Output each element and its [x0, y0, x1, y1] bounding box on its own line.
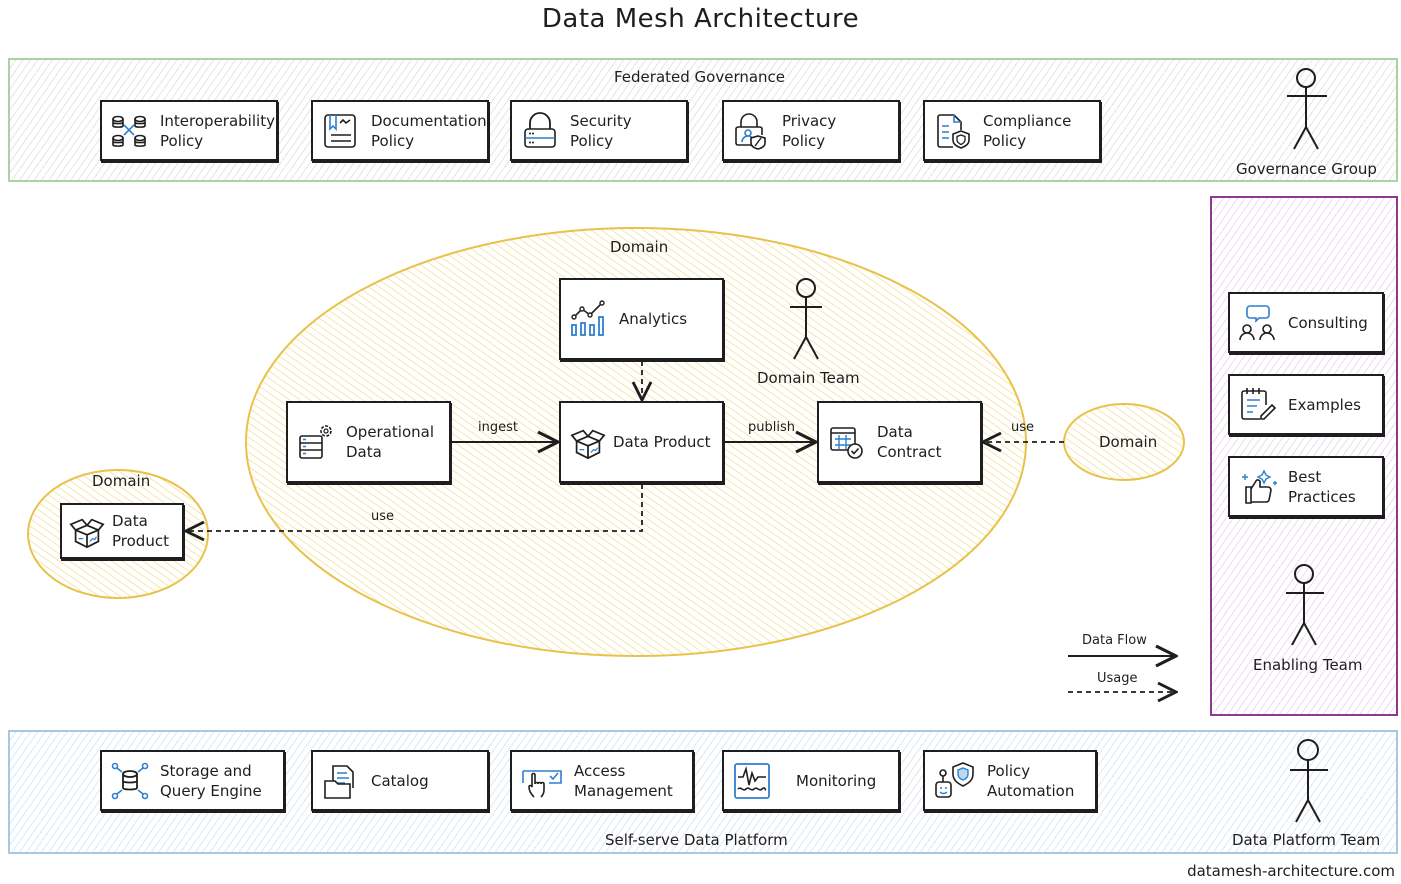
diagram-title: Data Mesh Architecture — [541, 4, 860, 34]
table-check-icon — [830, 427, 863, 459]
best-practices-label: Best Practices — [1288, 467, 1356, 506]
database-interop-icon — [112, 115, 146, 147]
robot-shield-icon — [935, 761, 974, 798]
documentation-policy-box[interactable]: Documentation Policy — [311, 100, 489, 161]
access-management-box[interactable]: Access Management — [510, 750, 694, 811]
lock-server-icon — [524, 111, 556, 148]
data-product-box-icon — [69, 518, 105, 549]
data-contract-label: Data Contract — [877, 423, 942, 461]
publish-label: publish — [748, 420, 795, 435]
legend-data-flow-label: Data Flow — [1082, 633, 1147, 648]
storage-query-engine-label: Storage and Query Engine — [160, 761, 262, 800]
other-data-product-label: Data Product — [112, 512, 169, 550]
consulting-icon — [1239, 304, 1275, 340]
server-gear-icon — [299, 425, 332, 459]
consulting-label: Consulting — [1288, 313, 1368, 332]
governance-band-label: Federated Governance — [614, 68, 786, 86]
right-use-label: use — [1011, 420, 1035, 435]
governance-group-person-icon — [1287, 68, 1327, 150]
footer-url: datamesh-architecture.com — [1187, 862, 1395, 880]
lock-user-icon — [735, 112, 766, 150]
domain-team-person-icon — [790, 278, 822, 360]
domain-team-label: Domain Team — [757, 369, 860, 387]
document-icon — [324, 113, 356, 148]
folder-document-icon — [324, 764, 354, 799]
analytics-label: Analytics — [619, 310, 688, 328]
examples-box[interactable]: Examples — [1228, 374, 1384, 435]
policy-automation-label: Policy Automation — [987, 761, 1075, 800]
analytics-box[interactable]: Analytics — [559, 278, 724, 360]
data-platform-team-person-icon — [1290, 739, 1328, 823]
data-product-box-icon — [570, 429, 606, 460]
privacy-policy-label: Privacy Policy — [782, 111, 837, 150]
documentation-policy-label: Documentation Policy — [371, 111, 487, 150]
governance-group-label: Governance Group — [1236, 160, 1377, 178]
privacy-policy-box[interactable]: Privacy Policy — [722, 100, 900, 161]
best-practices-box[interactable]: Best Practices — [1228, 456, 1384, 517]
data-contract-box[interactable]: Data Contract — [817, 401, 982, 483]
security-policy-box[interactable]: Security Policy — [510, 100, 688, 161]
database-network-icon — [111, 762, 149, 799]
storage-query-engine-box[interactable]: Storage and Query Engine — [100, 750, 285, 811]
interoperability-policy-box[interactable]: Interoperability Policy — [100, 100, 278, 161]
notepad-pencil-icon — [1241, 387, 1277, 420]
security-policy-label: Security Policy — [570, 111, 632, 150]
waveform-icon — [734, 762, 770, 799]
examples-label: Examples — [1288, 395, 1361, 414]
data-product-label: Data Product — [613, 433, 711, 451]
data-product-box[interactable]: Data Product — [559, 401, 724, 483]
main-domain-label: Domain — [610, 238, 669, 256]
thumbs-up-icon — [1242, 468, 1277, 504]
other-data-product-box[interactable]: Data Product — [60, 503, 184, 559]
compliance-policy-label: Compliance Policy — [983, 111, 1072, 150]
ingest-label: ingest — [478, 420, 518, 435]
left-domain-label: Domain — [92, 472, 151, 490]
interoperability-policy-label: Interoperability Policy — [160, 111, 275, 150]
enabling-team-label: Enabling Team — [1253, 656, 1363, 674]
analytics-chart-icon — [571, 300, 605, 336]
platform-band-label: Self-serve Data Platform — [605, 831, 788, 849]
operational-data-box[interactable]: Operational Data — [286, 401, 451, 483]
data-platform-team-label: Data Platform Team — [1232, 831, 1381, 849]
policy-automation-box[interactable]: Policy Automation — [923, 750, 1097, 811]
hand-check-icon — [522, 769, 562, 798]
document-shield-icon — [937, 113, 970, 149]
right-domain-label: Domain — [1099, 433, 1158, 451]
monitoring-label: Monitoring — [796, 771, 877, 790]
left-use-arrow — [186, 484, 643, 531]
legend-usage-label: Usage — [1097, 671, 1138, 686]
enabling-team-person-icon — [1286, 564, 1324, 646]
compliance-policy-box[interactable]: Compliance Policy — [923, 100, 1101, 161]
consulting-box[interactable]: Consulting — [1228, 292, 1384, 353]
access-management-label: Access Management — [574, 761, 673, 800]
operational-data-label: Operational Data — [346, 423, 435, 461]
monitoring-box[interactable]: Monitoring — [722, 750, 900, 811]
left-use-label: use — [371, 509, 395, 524]
catalog-label: Catalog — [371, 771, 429, 790]
catalog-box[interactable]: Catalog — [311, 750, 489, 811]
